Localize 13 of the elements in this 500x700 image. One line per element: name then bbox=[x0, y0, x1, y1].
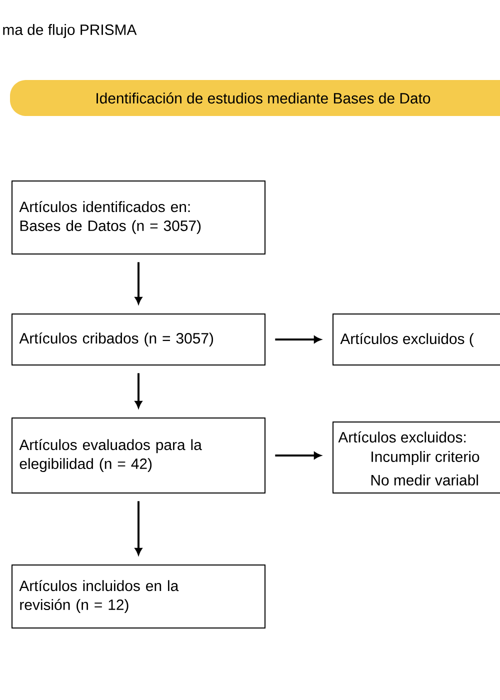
process-box: Artículos identificados en: Bases de Datos (n = 3057) bbox=[12, 180, 266, 254]
process-box: Artículos cribados (n = 3057) bbox=[12, 314, 266, 366]
section-banner: Identificación de estudios mediante Bases de Dato bbox=[10, 80, 500, 116]
arrow bbox=[275, 336, 321, 344]
process-box: Artículos excluidos: Incumplir criterio No medir variabl bbox=[332, 422, 500, 494]
title: ma de flujo PRISMA bbox=[3, 24, 137, 38]
process-box: Artículos excluidos ( bbox=[332, 314, 500, 366]
arrow bbox=[134, 501, 142, 555]
arrow bbox=[134, 262, 142, 304]
process-box: Artículos incluidos en la revisión (n = 12) bbox=[12, 564, 266, 628]
arrow bbox=[275, 452, 321, 460]
process-box: Artículos evaluados para la elegibilidad (n = 42) bbox=[12, 418, 266, 494]
arrow bbox=[134, 373, 142, 408]
